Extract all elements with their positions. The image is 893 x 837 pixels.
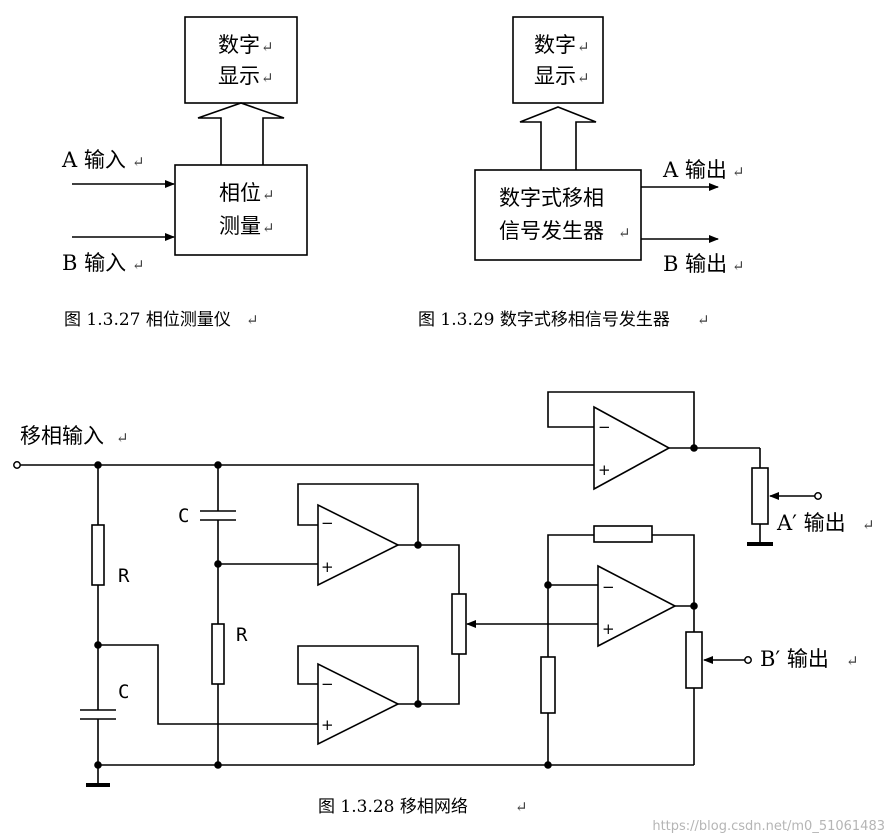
junction-dot [690, 444, 698, 452]
return-mark: ↵ [618, 224, 631, 242]
input-a-label: A 输入 [61, 148, 126, 172]
watermark-text: https://blog.csdn.net/m0_51061483 [652, 819, 885, 834]
wire [547, 391, 695, 448]
junction-dot [414, 541, 422, 549]
junction-dot [214, 560, 222, 568]
generator-label-line1: 数字式移相 [499, 186, 604, 210]
wire [398, 654, 460, 705]
data-bus-arrow-27 [197, 102, 285, 165]
figure-phase-shift-network: 移相输入 ↵ R C C R − + [13, 391, 875, 817]
potentiometer-a [751, 467, 769, 525]
opamp-b-plus-sign: + [602, 620, 615, 638]
return-mark: ↵ [515, 798, 528, 816]
junction-dot [544, 761, 552, 769]
return-mark: ↵ [697, 311, 710, 329]
r1-label: R [118, 565, 130, 587]
potentiometer-b [685, 631, 703, 689]
return-mark: ↵ [132, 153, 145, 171]
measure-label-line1: 相位 [219, 181, 261, 205]
junction-dot [214, 461, 222, 469]
return-mark: ↵ [262, 219, 275, 237]
return-mark: ↵ [261, 69, 274, 87]
return-mark: ↵ [862, 516, 875, 534]
opamp-a-plus-sign: + [598, 461, 611, 479]
r2-label: R [236, 624, 248, 646]
display-label-line1-27: 数字 [218, 33, 260, 57]
wire [297, 483, 419, 545]
display-box-29 [512, 16, 604, 104]
input-b-label: B 输入 [62, 251, 126, 275]
opamp-a-minus-sign: − [598, 418, 611, 436]
junction-dot [690, 602, 698, 610]
return-mark: ↵ [577, 38, 590, 56]
resistor-rg [540, 656, 556, 714]
output-a-label: A 输出 [662, 158, 727, 182]
return-mark: ↵ [132, 256, 145, 274]
generator-label-line2: 信号发生器 [499, 219, 604, 243]
output-b-label: B 输出 [663, 252, 727, 276]
caption-fig29: 图 1.3.29 数字式移相信号发生器 [418, 310, 670, 330]
junction-dot [544, 581, 552, 589]
caption-fig27: 图 1.3.27 相位测量仪 [64, 310, 231, 330]
return-mark: ↵ [261, 38, 274, 56]
return-mark: ↵ [732, 257, 745, 275]
wire [98, 644, 318, 725]
wire [297, 645, 419, 704]
resistor-r2 [211, 623, 225, 685]
input-terminal [13, 461, 21, 469]
output-b-prime-label: B′ 输出 [760, 647, 829, 671]
phase-input-label: 移相输入 [20, 424, 104, 448]
opamp-b-stage [597, 564, 677, 648]
junction-dot [94, 641, 102, 649]
phase-measure-box [174, 164, 308, 256]
opamp-f1-minus-sign: − [321, 514, 334, 532]
return-mark: ↵ [846, 652, 859, 670]
junction-dot [94, 461, 102, 469]
opamp-f2-minus-sign: − [321, 675, 334, 693]
return-mark: ↵ [246, 311, 259, 329]
return-mark: ↵ [732, 163, 745, 181]
wire [652, 534, 695, 632]
potentiometer-mix [451, 593, 467, 655]
output-b-terminal [744, 656, 752, 664]
resistor-rf [593, 525, 653, 543]
signal-generator-box [474, 169, 642, 261]
measure-label-line2: 测量 [219, 214, 261, 238]
caption-fig28: 图 1.3.28 移相网络 [318, 797, 468, 817]
return-mark: ↵ [262, 186, 275, 204]
resistor-r1 [91, 524, 105, 586]
c2-label: C [118, 681, 129, 703]
display-label-line2-29: 显示 [534, 64, 576, 88]
opamp-f1-plus-sign: + [321, 558, 334, 576]
junction-dot [414, 700, 422, 708]
output-a-terminal [814, 492, 822, 500]
junction-dot [214, 761, 222, 769]
opamp-follower-1 [317, 503, 400, 587]
opamp-follower-2 [317, 662, 400, 746]
wire [547, 534, 594, 765]
figure-phase-meter: 数字 ↵ 显示 ↵ 相位 ↵ 测量 ↵ A 输入 ↵ B 输入 ↵ 图 1.3.… [61, 16, 308, 330]
opamp-f2-plus-sign: + [321, 716, 334, 734]
display-label-line2-27: 显示 [218, 64, 260, 88]
c1-label: C [178, 505, 189, 527]
return-mark: ↵ [116, 429, 129, 447]
junction-dot [94, 761, 102, 769]
figure-digital-phase-generator: 数字 ↵ 显示 ↵ 数字式移相 信号发生器 ↵ A 输出 ↵ B 输出 ↵ 图 … [418, 16, 745, 330]
opamp-a-buffer [593, 405, 671, 491]
display-box-27 [184, 16, 298, 104]
display-label-line1-29: 数字 [534, 33, 576, 57]
return-mark: ↵ [577, 69, 590, 87]
wire [398, 544, 460, 594]
output-a-prime-label: A′ 输出 [776, 511, 846, 535]
opamp-b-minus-sign: − [602, 578, 615, 596]
data-bus-arrow-29 [519, 106, 597, 170]
